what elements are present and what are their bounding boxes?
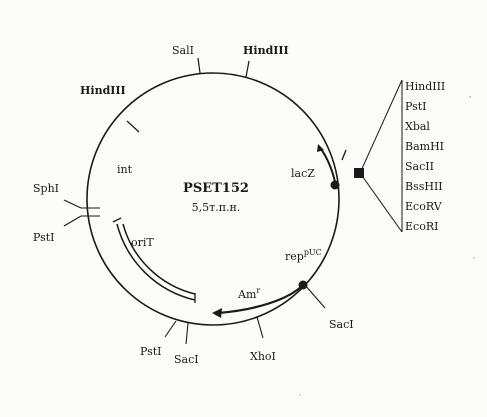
site-psti-bottom: PstI [140,320,177,358]
svg-text:SphI: SphI [33,182,59,195]
mcs-site: EcoRI [405,220,438,233]
feature-lacz: lacZ [291,144,340,190]
svg-text:SacI: SacI [174,353,199,366]
svg-text:XhoI: XhoI [250,350,276,363]
feature-amr: Amr [212,280,308,318]
plasmid-size: 5,5т.п.н. [192,201,241,214]
svg-text:HindIII: HindIII [80,84,126,97]
svg-text:PstI: PstI [140,345,162,358]
mcs-site: SacII [405,160,434,173]
mcs-site: BamHI [405,140,444,153]
svg-text:Amr: Amr [237,286,260,301]
scan-specks [299,96,475,396]
svg-text:lacZ: lacZ [291,167,315,180]
feature-orit: oriT [112,217,196,303]
svg-text:SacI: SacI [329,318,354,331]
site-saci-right: SacI [304,284,354,331]
site-sali: SalI [172,44,201,74]
mcs-site: Xbal [405,120,430,133]
plasmid-backbone [86,72,340,326]
feature-int: int [117,163,133,176]
site-psti-left: PstI [33,215,100,244]
svg-text:PstI: PstI [33,231,55,244]
mcs-site: EcoRV [405,200,443,213]
mcs-site: HindIII [405,80,445,93]
site-hindiii-top: HindIII [243,44,289,78]
feature-rep: reppUC [285,248,322,263]
mcs-marker [354,168,364,178]
plasmid-name: PSET152 [183,181,249,196]
site-sphi: SphI [33,182,100,209]
mcs-site: PstI [405,100,427,113]
svg-text:HindIII: HindIII [243,44,289,57]
site-saci-bottom: SacI [174,322,199,366]
site-hindiii-left: HindIII [80,84,140,133]
site-xhoi: XhoI [250,316,276,363]
svg-text:SalI: SalI [172,44,194,57]
mcs-site: BssHII [405,180,443,193]
svg-text:oriT: oriT [131,236,154,249]
